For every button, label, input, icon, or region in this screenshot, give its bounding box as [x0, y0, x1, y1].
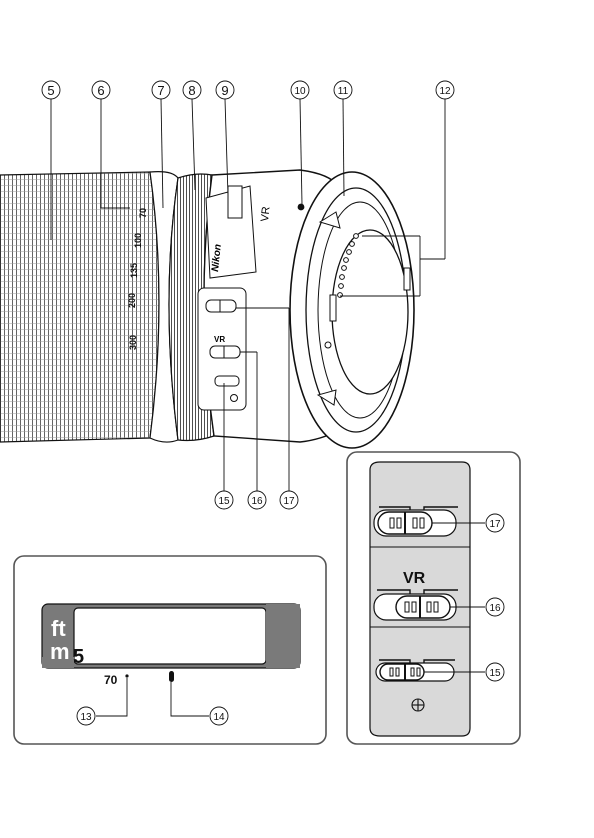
switch-panel-inset: VR 17 16 15: [347, 452, 520, 744]
vr-switch-inset[interactable]: [396, 596, 450, 618]
lens-distance-window: [228, 186, 242, 218]
inset-callout-17: 17: [489, 519, 501, 530]
callout-6: 6: [97, 83, 104, 98]
focus-limit-switch[interactable]: [215, 376, 239, 386]
callout-8: 8: [188, 83, 195, 98]
callout-12: 12: [439, 86, 451, 97]
zoom-mark-200: 200: [127, 293, 137, 308]
zoom-mark-70: 70: [138, 208, 148, 218]
distance-window-inset: ft m 5 70 13 14: [14, 556, 326, 744]
mounting-index: [298, 204, 305, 211]
lens-body: Nikon VR 70 100 135 200 300 VR: [0, 170, 414, 448]
distance-scale-window: [74, 608, 266, 664]
callout-10: 10: [294, 86, 306, 97]
callout-9: 9: [221, 83, 228, 98]
callout-7: 7: [157, 83, 164, 98]
aperture-lever: [330, 295, 336, 321]
callout-5: 5: [47, 83, 54, 98]
zoom-mark-100: 100: [133, 233, 143, 248]
lens-switch-panel: VR: [198, 288, 246, 410]
mount-screw: [325, 342, 331, 348]
vr-switch-label-inset: VR: [403, 570, 426, 587]
lens-vr-mark: VR: [259, 206, 273, 223]
rear-lens-cap: [332, 230, 408, 394]
distance-unit-m: m: [50, 639, 70, 664]
inset-callout-16: 16: [489, 603, 501, 614]
distance-partial-digit: 5: [73, 646, 84, 668]
focal-length-index: [125, 674, 128, 677]
zoom-mark-300: 300: [128, 335, 138, 350]
focus-mode-switch[interactable]: [206, 300, 236, 312]
mounting-index-dot: [169, 671, 174, 682]
callout-13: 13: [80, 712, 92, 723]
tripod-icon: [231, 395, 238, 402]
callout-11: 11: [338, 86, 349, 97]
rear-cap-tab: [404, 268, 410, 290]
focal-length-70-label: 70: [104, 673, 118, 687]
zoom-mark-135: 135: [129, 263, 139, 278]
inset-callout-15: 15: [489, 668, 501, 679]
distance-unit-ft: ft: [51, 616, 66, 641]
lens-vr-switch-label: VR: [214, 335, 225, 344]
callout-16: 16: [251, 496, 263, 507]
callout-17: 17: [283, 496, 295, 507]
callout-14: 14: [213, 712, 225, 723]
callout-15: 15: [218, 496, 230, 507]
tripod-mount-icon: [412, 699, 424, 711]
vr-switch[interactable]: [210, 346, 240, 358]
